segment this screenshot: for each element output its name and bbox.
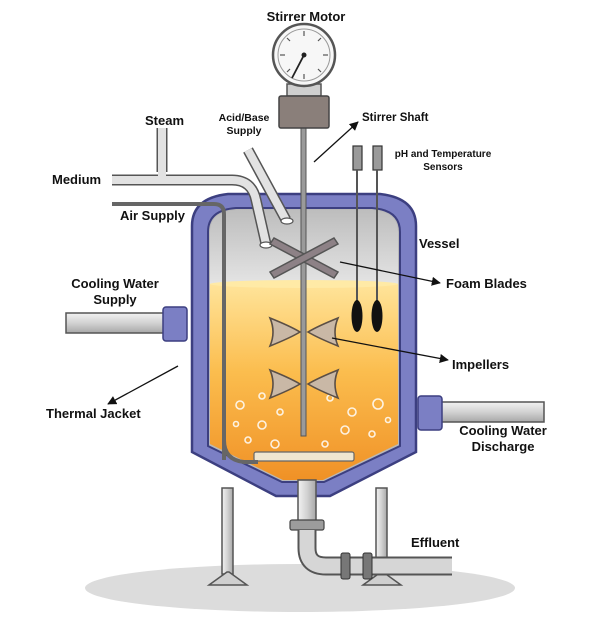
acid-base-pipe (243, 147, 294, 225)
label-ph-temperature-sensors: pH and Temperature Sensors (394, 149, 492, 173)
cooling-water-discharge-pipe (417, 395, 545, 431)
air-supply-pipe (112, 202, 258, 464)
label-stirrer-shaft: Stirrer Shaft (362, 112, 429, 124)
stirrer-shaft (300, 125, 307, 437)
foam-blades (268, 237, 340, 279)
label-air-supply: Air Supply (120, 208, 186, 223)
sparger (253, 451, 355, 462)
ground-shadow (85, 564, 515, 612)
label-stirrer-motor: Stirrer Motor (266, 9, 346, 24)
cooling-water-supply-pipe (65, 306, 188, 342)
medium-pipe (112, 174, 273, 249)
annotation-arrows (107, 121, 449, 405)
label-thermal-jacket: Thermal Jacket (46, 406, 141, 421)
label-medium: Medium (52, 172, 102, 187)
label-cooling-water-discharge: Cooling Water Discharge (459, 423, 547, 455)
label-cooling-water-supply: Cooling Water Supply (71, 276, 159, 308)
label-vessel: Vessel (419, 236, 460, 251)
support-legs (206, 487, 404, 586)
label-impellers: Impellers (452, 357, 510, 372)
gas-bubbles (232, 392, 392, 460)
label-acid-base-supply: Acid/Base Supply (218, 112, 270, 138)
impellers (268, 316, 340, 400)
label-foam-blades: Foam Blades (446, 276, 527, 291)
label-effluent: Effluent (411, 535, 460, 550)
stirrer-motor (271, 22, 337, 129)
ph-temperature-sensors (351, 145, 383, 332)
effluent-pipe (289, 479, 452, 580)
label-steam: Steam (145, 113, 185, 128)
